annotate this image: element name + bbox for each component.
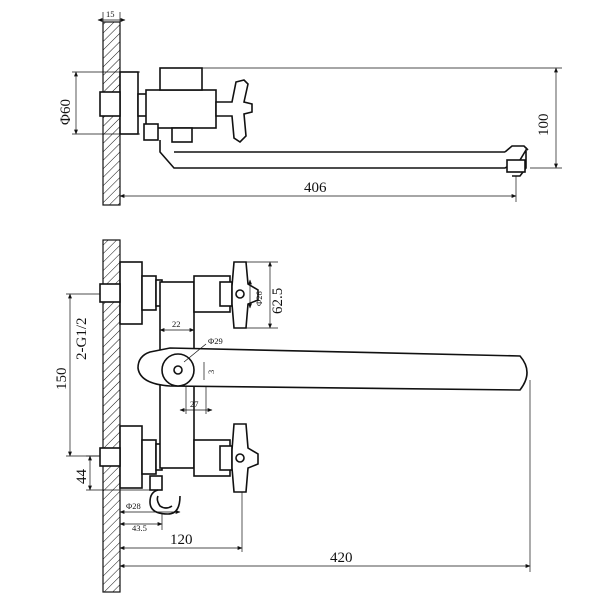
dim-center-150: 150: [54, 368, 70, 391]
dim-handle-diameter: Φ26: [254, 291, 264, 306]
handle-lower: [231, 423, 259, 493]
dim-thread: 2-G1/2: [74, 318, 90, 361]
dim-depth-120: 120: [170, 532, 193, 548]
wall-flange-top: [119, 71, 139, 135]
dim-handle-height: 62.5: [270, 288, 286, 314]
mixer-body-top: [145, 89, 217, 129]
dim-height-100: 100: [536, 114, 552, 137]
dim-height-44: 44: [74, 469, 90, 485]
dim-wall-thickness: 15: [106, 9, 115, 19]
front-view: 62.5 Φ26 2-G1/2 150 22 Φ29 3 27 44 Φ28: [54, 239, 531, 593]
handle-top: [215, 79, 253, 144]
dim-shower-diameter: Φ28: [126, 501, 141, 511]
dim-offset-22: 22: [172, 319, 181, 329]
dim-spout-diameter: Φ29: [208, 336, 223, 346]
shower-outlet: [149, 489, 181, 515]
dim-offset-43-5: 43.5: [132, 523, 147, 533]
wall-front: [102, 239, 121, 593]
dim-offset-3: 3: [206, 370, 216, 374]
spout-top: [159, 140, 527, 177]
dim-diameter-60: Φ60: [58, 99, 74, 125]
spout-front: [137, 347, 528, 391]
dim-offset-27: 27: [190, 399, 199, 409]
spout-swivel: [161, 353, 195, 387]
flange-lower: [119, 425, 143, 489]
dim-reach-420: 420: [330, 550, 353, 566]
dim-reach-406: 406: [304, 180, 327, 196]
eccentric-top: [99, 91, 121, 117]
flange-upper: [119, 261, 143, 325]
top-view: 15 Φ60 100 406: [58, 9, 562, 206]
